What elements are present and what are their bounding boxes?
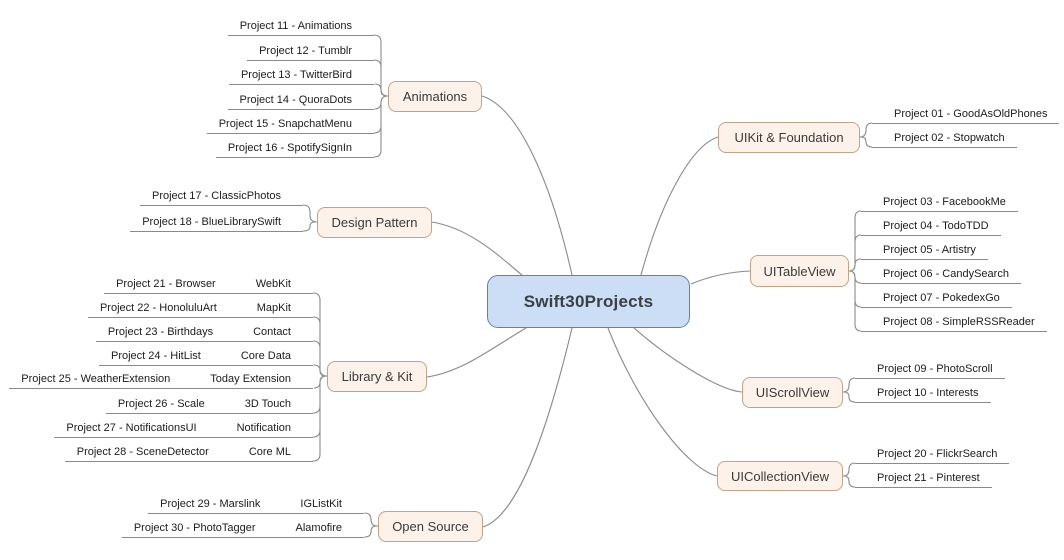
- branch-topic-uitableview[interactable]: UITableView: [750, 255, 849, 287]
- leaf-keyword: Alamofire: [295, 522, 342, 534]
- branch-topic-uikit-foundation[interactable]: UIKit & Foundation: [718, 122, 860, 153]
- leaf-label: Project 21 - Browser: [116, 278, 216, 290]
- leaf-topic-project-01[interactable]: Project 01 - GoodAsOldPhones: [872, 106, 1060, 124]
- leaf-keyword: Core ML: [248, 446, 291, 458]
- branch-curve-uicollectionview: [607, 327, 718, 477]
- leaf-topic-project-06[interactable]: Project 06 - CandySearch: [861, 266, 1021, 284]
- leaf-keyword: Core Data: [240, 350, 291, 362]
- leaf-keyword: IGListKit: [300, 498, 342, 510]
- branch-topic-library-kit[interactable]: Library & Kit: [327, 361, 427, 392]
- leaf-topic-project-11[interactable]: Project 11 - Animations: [227, 18, 374, 36]
- leaf-label: Project 30 - PhotoTagger: [133, 522, 256, 534]
- leaf-label: Project 29 - Marslink: [160, 498, 261, 510]
- leaf-connectors-uikit-foundation: [859, 122, 873, 148]
- leaf-topic-project-27[interactable]: Project 27 - NotificationsUI Notificatio…: [54, 420, 313, 438]
- leaf-topic-project-14[interactable]: Project 14 - QuoraDots: [227, 92, 374, 110]
- leaf-topic-project-16[interactable]: Project 16 - SpotifySignIn: [215, 140, 374, 158]
- branch-topic-design-pattern[interactable]: Design Pattern: [317, 207, 432, 238]
- branch-curve-uitableview: [690, 270, 751, 285]
- leaf-topic-project-26[interactable]: Project 26 - Scale 3D Touch: [105, 396, 313, 414]
- leaf-connectors-uitableview: [848, 210, 862, 332]
- root-topic[interactable]: Swift30Projects: [487, 275, 690, 328]
- leaf-topic-project-23[interactable]: Project 23 - Birthdays Contact: [95, 324, 313, 342]
- leaf-topic-project-29[interactable]: Project 29 - Marslink IGListKit: [148, 496, 364, 514]
- leaf-keyword: WebKit: [255, 278, 291, 290]
- leaf-label: Project 22 - HonoluluArt: [99, 302, 217, 314]
- leaf-label: Project 25 - WeatherExtension: [21, 373, 171, 385]
- leaf-keyword: MapKit: [256, 302, 291, 314]
- branch-curve-animations: [481, 95, 573, 276]
- branch-topic-open-source[interactable]: Open Source: [378, 511, 483, 542]
- leaf-topic-project-30[interactable]: Project 30 - PhotoTagger Alamofire: [121, 520, 364, 538]
- leaf-topic-project-21[interactable]: Project 21 - Browser WebKit: [104, 276, 313, 294]
- leaf-topic-project-05[interactable]: Project 05 - Artistry: [861, 242, 988, 260]
- leaf-connectors-design-pattern: [302, 204, 318, 232]
- leaf-topic-project-04[interactable]: Project 04 - TodoTDD: [861, 218, 1001, 236]
- branch-curve-uiscrollview: [633, 327, 743, 393]
- leaf-topic-project-21-pinterest[interactable]: Project 21 - Pinterest: [855, 470, 992, 488]
- branch-curve-uikit-foundation: [640, 136, 719, 276]
- leaf-keyword: Notification: [236, 422, 291, 434]
- leaf-topic-project-20[interactable]: Project 20 - FlickrSearch: [855, 446, 1010, 464]
- leaf-connectors-library-kit: [312, 292, 328, 462]
- leaf-topic-project-03[interactable]: Project 03 - FacebookMe: [861, 194, 1018, 212]
- leaf-label: Project 26 - Scale: [117, 398, 205, 410]
- leaf-label: Project 24 - HitList: [110, 350, 201, 362]
- leaf-topic-project-28[interactable]: Project 28 - SceneDetector Core ML: [64, 444, 313, 462]
- leaf-topic-project-25[interactable]: Project 25 - WeatherExtension Today Exte…: [9, 371, 313, 389]
- leaf-topic-project-17[interactable]: Project 17 - ClassicPhotos: [140, 188, 303, 206]
- leaf-topic-project-22[interactable]: Project 22 - HonoluluArt MapKit: [87, 300, 313, 318]
- leaf-keyword: Today Extension: [210, 373, 291, 385]
- leaf-connectors-animations: [373, 34, 389, 158]
- branch-curve-library-kit: [426, 327, 527, 378]
- leaf-topic-project-09[interactable]: Project 09 - PhotoScroll: [855, 361, 1005, 379]
- branch-topic-uicollectionview[interactable]: UICollectionView: [717, 461, 843, 491]
- leaf-topic-project-18[interactable]: Project 18 - BlueLibrarySwift: [130, 214, 303, 232]
- leaf-connectors-uiscrollview: [842, 377, 856, 403]
- leaf-topic-project-24[interactable]: Project 24 - HitList Core Data: [98, 348, 313, 366]
- branch-topic-uiscrollview[interactable]: UIScrollView: [742, 377, 843, 408]
- leaf-topic-project-13[interactable]: Project 13 - TwitterBird: [228, 67, 374, 85]
- leaf-topic-project-10[interactable]: Project 10 - Interests: [855, 385, 991, 403]
- leaf-connectors-uicollectionview: [842, 462, 856, 488]
- leaf-topic-project-02[interactable]: Project 02 - Stopwatch: [872, 130, 1017, 148]
- branch-curve-design-pattern: [431, 221, 524, 277]
- leaf-label: Project 23 - Birthdays: [107, 326, 214, 338]
- branch-curve-open-source: [482, 327, 573, 528]
- leaf-topic-project-12[interactable]: Project 12 - Tumblr: [247, 43, 374, 61]
- leaf-keyword: 3D Touch: [244, 398, 291, 410]
- leaf-label: Project 27 - NotificationsUI: [66, 422, 197, 434]
- leaf-topic-project-08[interactable]: Project 08 - SimpleRSSReader: [861, 314, 1047, 332]
- leaf-label: Project 28 - SceneDetector: [76, 446, 209, 458]
- branch-topic-animations[interactable]: Animations: [388, 81, 482, 112]
- leaf-connectors-open-source: [364, 512, 378, 538]
- leaf-topic-project-15[interactable]: Project 15 - SnapchatMenu: [206, 116, 374, 134]
- leaf-keyword: Contact: [253, 326, 291, 338]
- leaf-topic-project-07[interactable]: Project 07 - PokedexGo: [861, 290, 1012, 308]
